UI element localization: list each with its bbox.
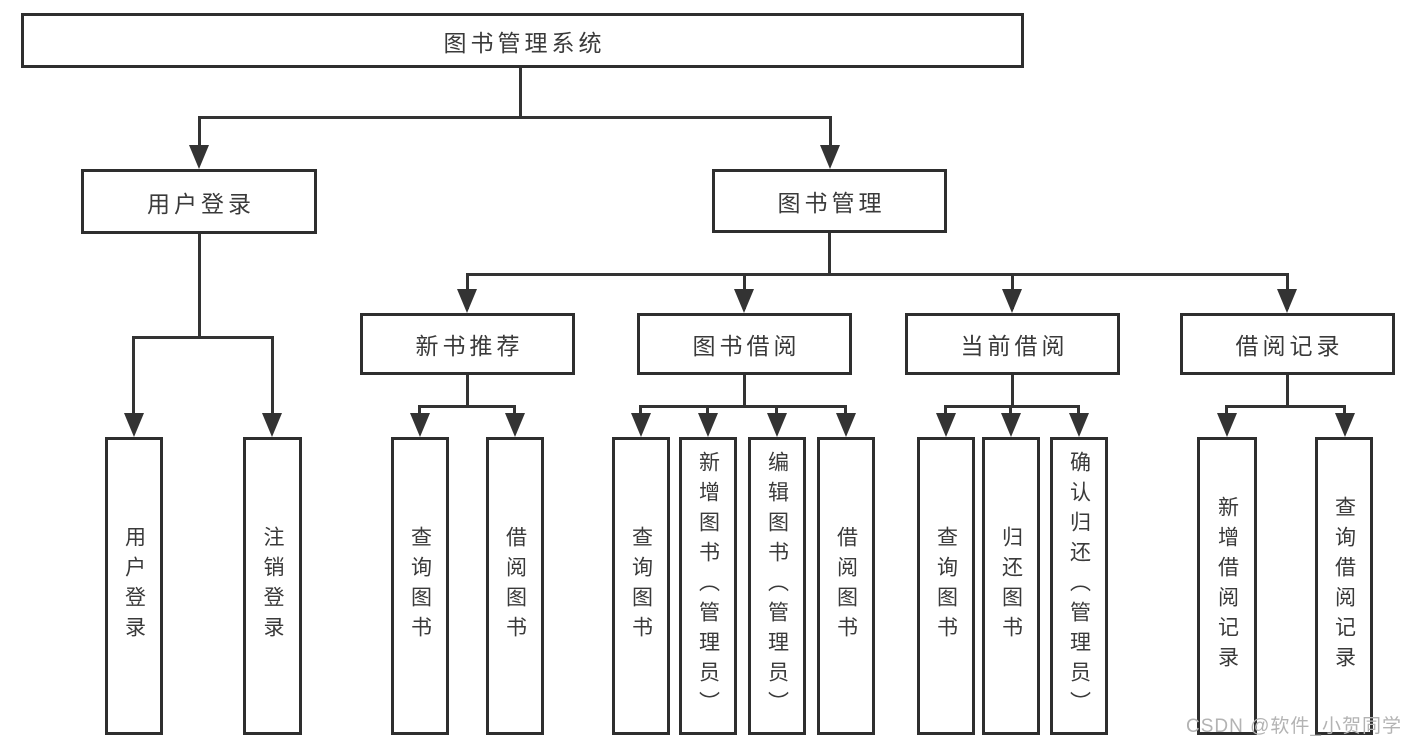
leaf-borrow-books-recommend: 借阅图书 xyxy=(486,437,544,735)
connector-line xyxy=(639,405,847,408)
leaf-label: 查询借阅记录 xyxy=(1332,496,1356,676)
connector-line xyxy=(466,273,1289,276)
connector-line xyxy=(132,336,274,339)
leaf-label: 查询图书 xyxy=(934,526,958,646)
node-borrow-records: 借阅记录 xyxy=(1180,313,1395,375)
leaf-label: 新增借阅记录 xyxy=(1215,496,1239,676)
leaf-label: 查询图书 xyxy=(629,526,653,646)
arrow-down-icon xyxy=(1217,413,1237,437)
node-new-book-recommend: 新书推荐 xyxy=(360,313,575,375)
leaf-query-books-current: 查询图书 xyxy=(917,437,975,735)
arrow-down-icon xyxy=(1002,289,1022,313)
connector-line xyxy=(418,405,516,408)
node-root-label: 图书管理系统 xyxy=(443,29,606,56)
arrow-down-icon xyxy=(1277,289,1297,313)
leaf-label: 查询图书 xyxy=(408,526,432,646)
node-new-book-recommend-label: 新书推荐 xyxy=(415,333,524,359)
node-current-borrow: 当前借阅 xyxy=(905,313,1120,375)
csdn-watermark: CSDN @软件_小贺同学 xyxy=(1186,716,1402,737)
leaf-edit-books-admin: 编辑图书（管理员） xyxy=(748,437,806,735)
arrow-down-icon xyxy=(410,413,430,437)
leaf-add-borrow-record: 新增借阅记录 xyxy=(1197,437,1257,735)
leaf-return-books: 归还图书 xyxy=(982,437,1040,735)
leaf-label: 归还图书 xyxy=(999,526,1023,646)
node-book-borrow: 图书借阅 xyxy=(637,313,852,375)
node-user-login: 用户登录 xyxy=(81,169,317,234)
leaf-borrow-books: 借阅图书 xyxy=(817,437,875,735)
arrow-down-icon xyxy=(189,145,209,169)
arrow-down-icon xyxy=(936,413,956,437)
node-borrow-records-label: 借阅记录 xyxy=(1235,333,1344,359)
connector-line xyxy=(1011,375,1014,408)
connector-line xyxy=(198,234,201,336)
arrow-down-icon xyxy=(836,413,856,437)
arrow-down-icon xyxy=(1335,413,1355,437)
leaf-label: 确认归还（管理员） xyxy=(1067,451,1091,721)
arrow-down-icon xyxy=(505,413,525,437)
node-user-login-label: 用户登录 xyxy=(147,190,255,217)
connector-line xyxy=(1225,405,1345,408)
leaf-user-login: 用户登录 xyxy=(105,437,163,735)
arrow-down-icon xyxy=(1001,413,1021,437)
connector-line xyxy=(271,336,274,432)
leaf-label: 借阅图书 xyxy=(503,526,527,646)
arrow-down-icon xyxy=(1069,413,1089,437)
leaf-confirm-return-admin: 确认归还（管理员） xyxy=(1050,437,1108,735)
leaf-logout: 注销登录 xyxy=(243,437,302,735)
connector-line xyxy=(466,375,469,408)
arrow-down-icon xyxy=(767,413,787,437)
arrow-down-icon xyxy=(457,289,477,313)
arrow-down-icon xyxy=(124,413,144,437)
node-current-borrow-label: 当前借阅 xyxy=(960,333,1069,359)
arrow-down-icon xyxy=(820,145,840,169)
connector-line xyxy=(198,116,832,119)
leaf-label: 编辑图书（管理员） xyxy=(765,451,789,721)
connector-line xyxy=(829,116,832,156)
node-book-borrow-label: 图书借阅 xyxy=(692,333,801,359)
leaf-label: 借阅图书 xyxy=(834,526,858,646)
arrow-down-icon xyxy=(631,413,651,437)
connector-line xyxy=(198,116,201,156)
node-book-management: 图书管理 xyxy=(712,169,947,233)
leaf-label: 用户登录 xyxy=(122,526,146,646)
leaf-label: 新增图书（管理员） xyxy=(696,451,720,721)
arrow-down-icon xyxy=(262,413,282,437)
leaf-label: 注销登录 xyxy=(261,526,284,646)
connector-line xyxy=(828,233,831,273)
arrow-down-icon xyxy=(698,413,718,437)
connector-line xyxy=(519,68,522,118)
leaf-add-books-admin: 新增图书（管理员） xyxy=(679,437,737,735)
leaf-query-borrow-record: 查询借阅记录 xyxy=(1315,437,1373,735)
leaf-query-books-recommend: 查询图书 xyxy=(391,437,449,735)
node-book-management-label: 图书管理 xyxy=(777,190,886,216)
node-root: 图书管理系统 xyxy=(21,13,1024,68)
leaf-query-books-borrow: 查询图书 xyxy=(612,437,670,735)
connector-line xyxy=(1286,375,1289,408)
connector-line xyxy=(743,375,746,408)
arrow-down-icon xyxy=(734,289,754,313)
connector-line xyxy=(132,336,135,432)
connector-line xyxy=(944,405,1080,408)
